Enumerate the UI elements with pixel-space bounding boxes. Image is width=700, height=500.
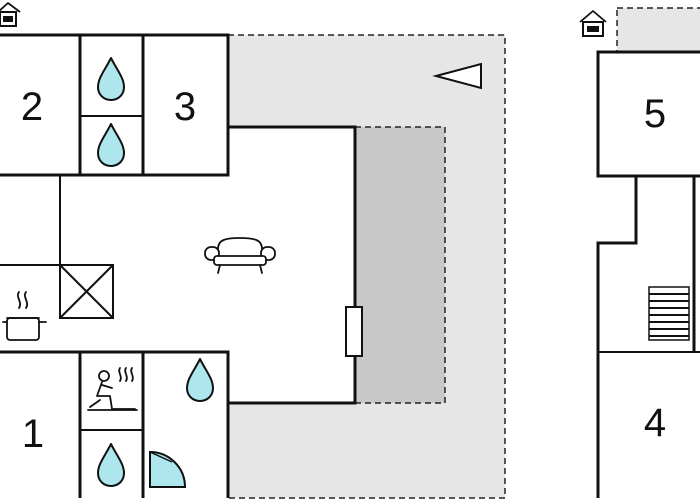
room-number-2: 2 xyxy=(21,85,43,129)
upper-terrace xyxy=(616,7,700,53)
kitchen-pot-icon xyxy=(2,291,47,341)
door-icon xyxy=(345,306,363,357)
water-drop-icon xyxy=(97,57,125,101)
stove-cross-b xyxy=(59,264,114,319)
stove-icon xyxy=(59,264,114,319)
living-outline xyxy=(228,125,357,405)
room-number-3: 3 xyxy=(174,85,196,129)
shower-icon xyxy=(149,450,187,488)
stairs-icon xyxy=(648,286,690,341)
top-rooms-outline xyxy=(0,33,230,177)
compass-arrow-icon xyxy=(432,62,482,90)
bottom-rooms-outline xyxy=(0,350,230,498)
sofa-icon xyxy=(204,237,276,274)
room-number-4: 4 xyxy=(644,401,666,445)
water-drop-icon xyxy=(186,358,214,402)
water-drop-icon xyxy=(97,443,125,487)
kitchen-counter xyxy=(0,264,61,318)
room-number-5: 5 xyxy=(644,92,666,136)
house-icon xyxy=(579,10,607,37)
room-number-1: 1 xyxy=(22,412,44,456)
sauna-icon xyxy=(87,367,138,411)
water-drop-icon xyxy=(97,123,125,167)
pool-area xyxy=(354,126,446,404)
house-icon xyxy=(0,2,21,27)
shower-door-line xyxy=(149,451,173,463)
